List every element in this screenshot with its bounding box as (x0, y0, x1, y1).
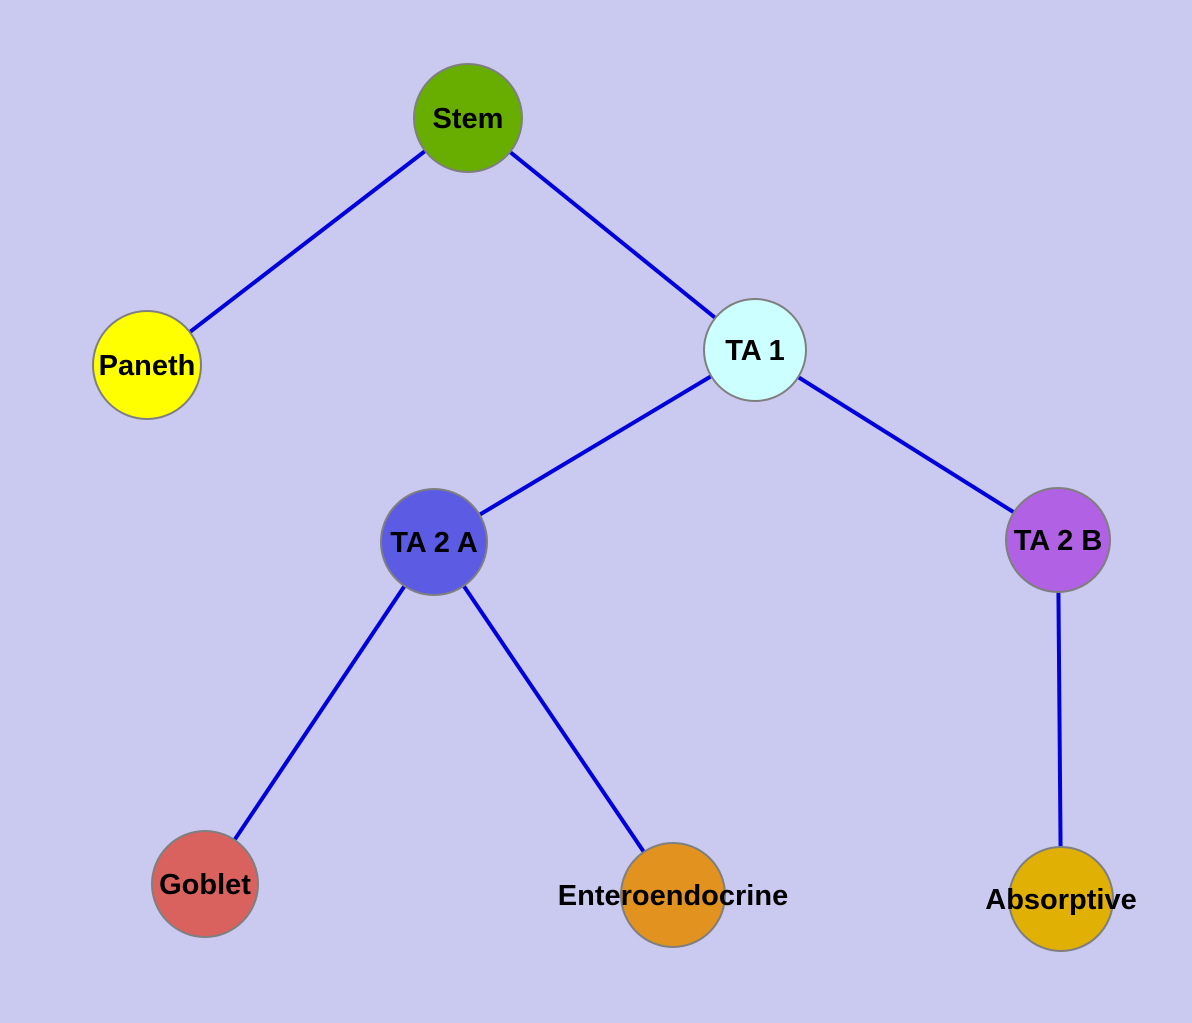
edge-stem-to-ta-1 (466, 116, 757, 352)
node-paneth[interactable]: Paneth (92, 310, 202, 420)
node-goblet[interactable]: Goblet (151, 830, 259, 938)
edge-ta-2-b-to-absorptive (1056, 539, 1063, 900)
node-circle-enteroendocrine[interactable] (620, 842, 726, 948)
node-ta-1[interactable]: TA 1 (703, 298, 807, 402)
edge-ta-2-a-to-goblet (203, 540, 436, 886)
node-circle-ta-2-b[interactable] (1005, 487, 1111, 593)
edges-layer (145, 116, 1063, 900)
node-circle-goblet[interactable] (151, 830, 259, 938)
node-circle-stem[interactable] (413, 63, 523, 173)
edge-ta-1-to-ta-2-b (753, 348, 1060, 542)
node-ta-2-a[interactable]: TA 2 A (380, 488, 488, 596)
node-circle-absorptive[interactable] (1008, 846, 1114, 952)
node-ta-2-b[interactable]: TA 2 B (1005, 487, 1111, 593)
node-circle-ta-2-a[interactable] (380, 488, 488, 596)
node-circle-ta-1[interactable] (703, 298, 807, 402)
node-circle-paneth[interactable] (92, 310, 202, 420)
edge-ta-2-a-to-enteroendocrine (432, 540, 675, 897)
node-stem[interactable]: Stem (413, 63, 523, 173)
edge-stem-to-paneth (145, 116, 470, 367)
edge-ta-1-to-ta-2-a (432, 348, 757, 544)
